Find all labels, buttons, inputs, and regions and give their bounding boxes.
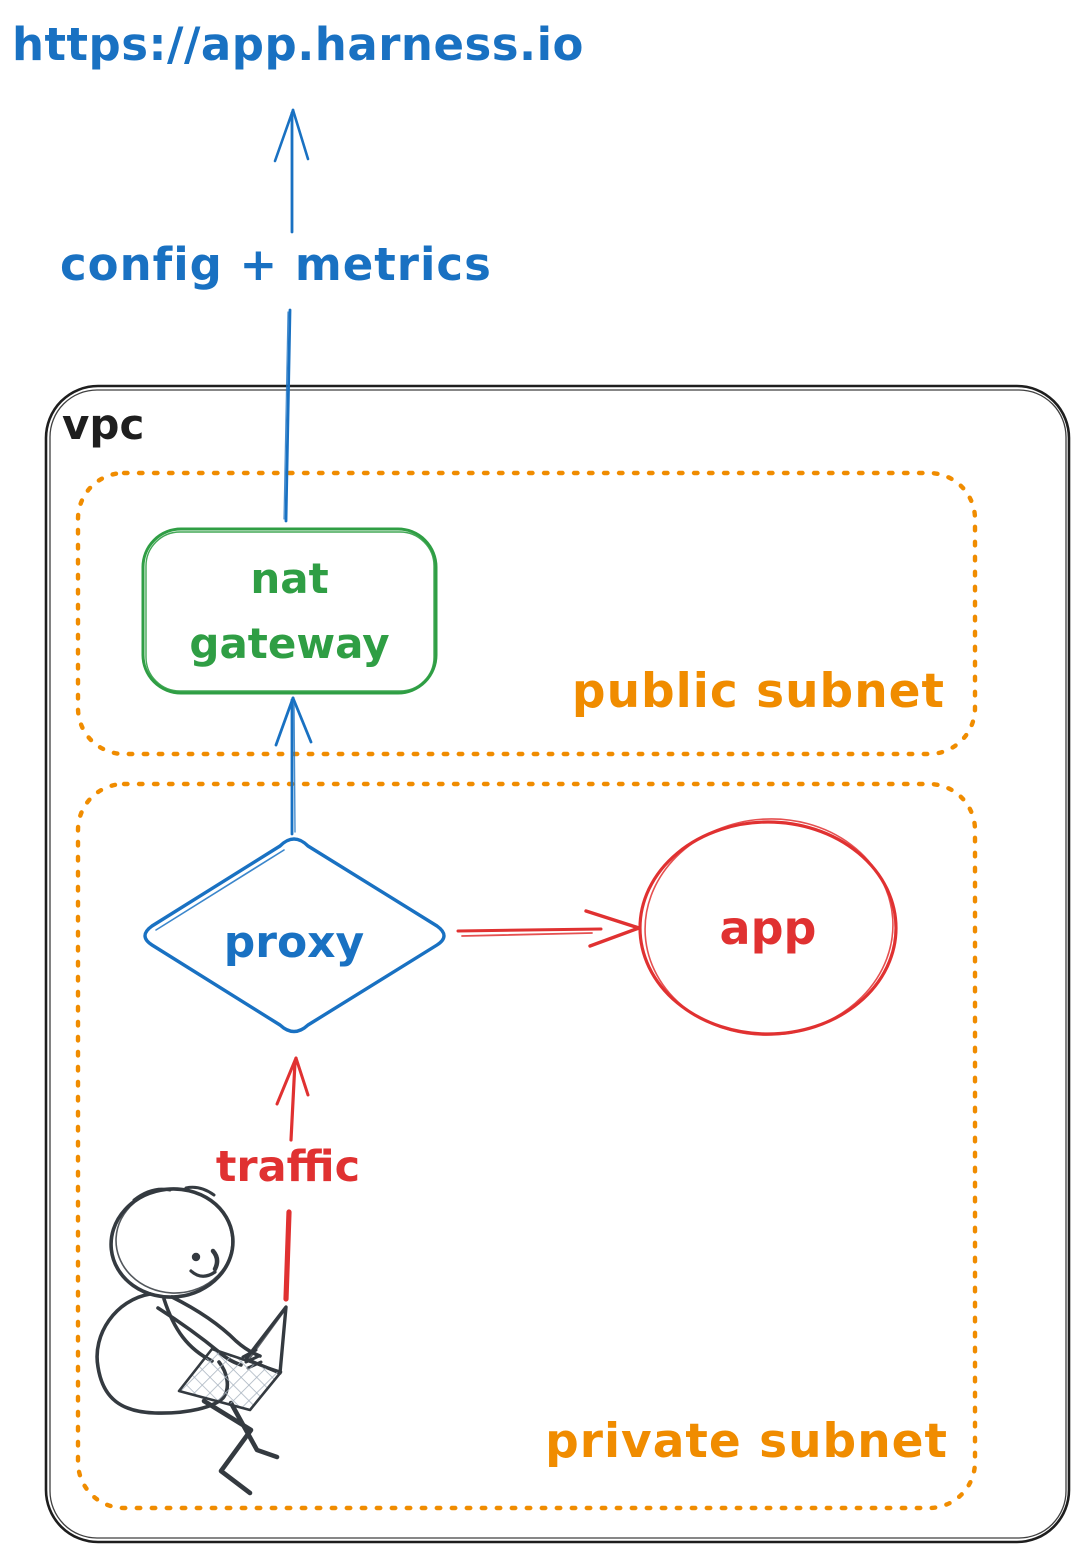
person-smile (189, 1269, 217, 1278)
arrow-traffic (275, 1056, 310, 1302)
proxy-diamond (143, 837, 446, 1034)
vpc-label: vpc (62, 400, 145, 449)
person-figure (95, 1185, 280, 1496)
public-subnet-label: public subnet (571, 664, 945, 719)
arrow-proxy-to-nat (274, 696, 313, 836)
nat-gateway-label: nat gateway (143, 546, 436, 676)
laptop (177, 1305, 288, 1412)
person-head (109, 1187, 235, 1299)
arrow-proxy-to-app (456, 909, 641, 948)
private-subnet-box (75, 781, 978, 1511)
traffic-label: traffic (215, 1142, 361, 1192)
nat-gateway-box (141, 527, 438, 695)
app-label: app (719, 901, 817, 955)
proxy-label: proxy (223, 917, 365, 968)
person-leg-left (201, 1398, 254, 1496)
vpc-box (44, 384, 1071, 1544)
person-leg-right (228, 1400, 280, 1460)
person-eye-right (210, 1248, 220, 1272)
laptop-keyboard (177, 1347, 283, 1412)
person-hair (132, 1187, 172, 1202)
nat-gateway-label-line1: nat (250, 554, 329, 603)
config-metrics-label: config + metrics (60, 238, 492, 291)
person-eye (191, 1252, 201, 1262)
private-subnet-label: private subnet (545, 1414, 948, 1469)
url-label: https://app.harness.io (12, 18, 584, 71)
nat-gateway-label-line2: gateway (189, 619, 390, 669)
arrow-config-metrics (273, 108, 310, 523)
